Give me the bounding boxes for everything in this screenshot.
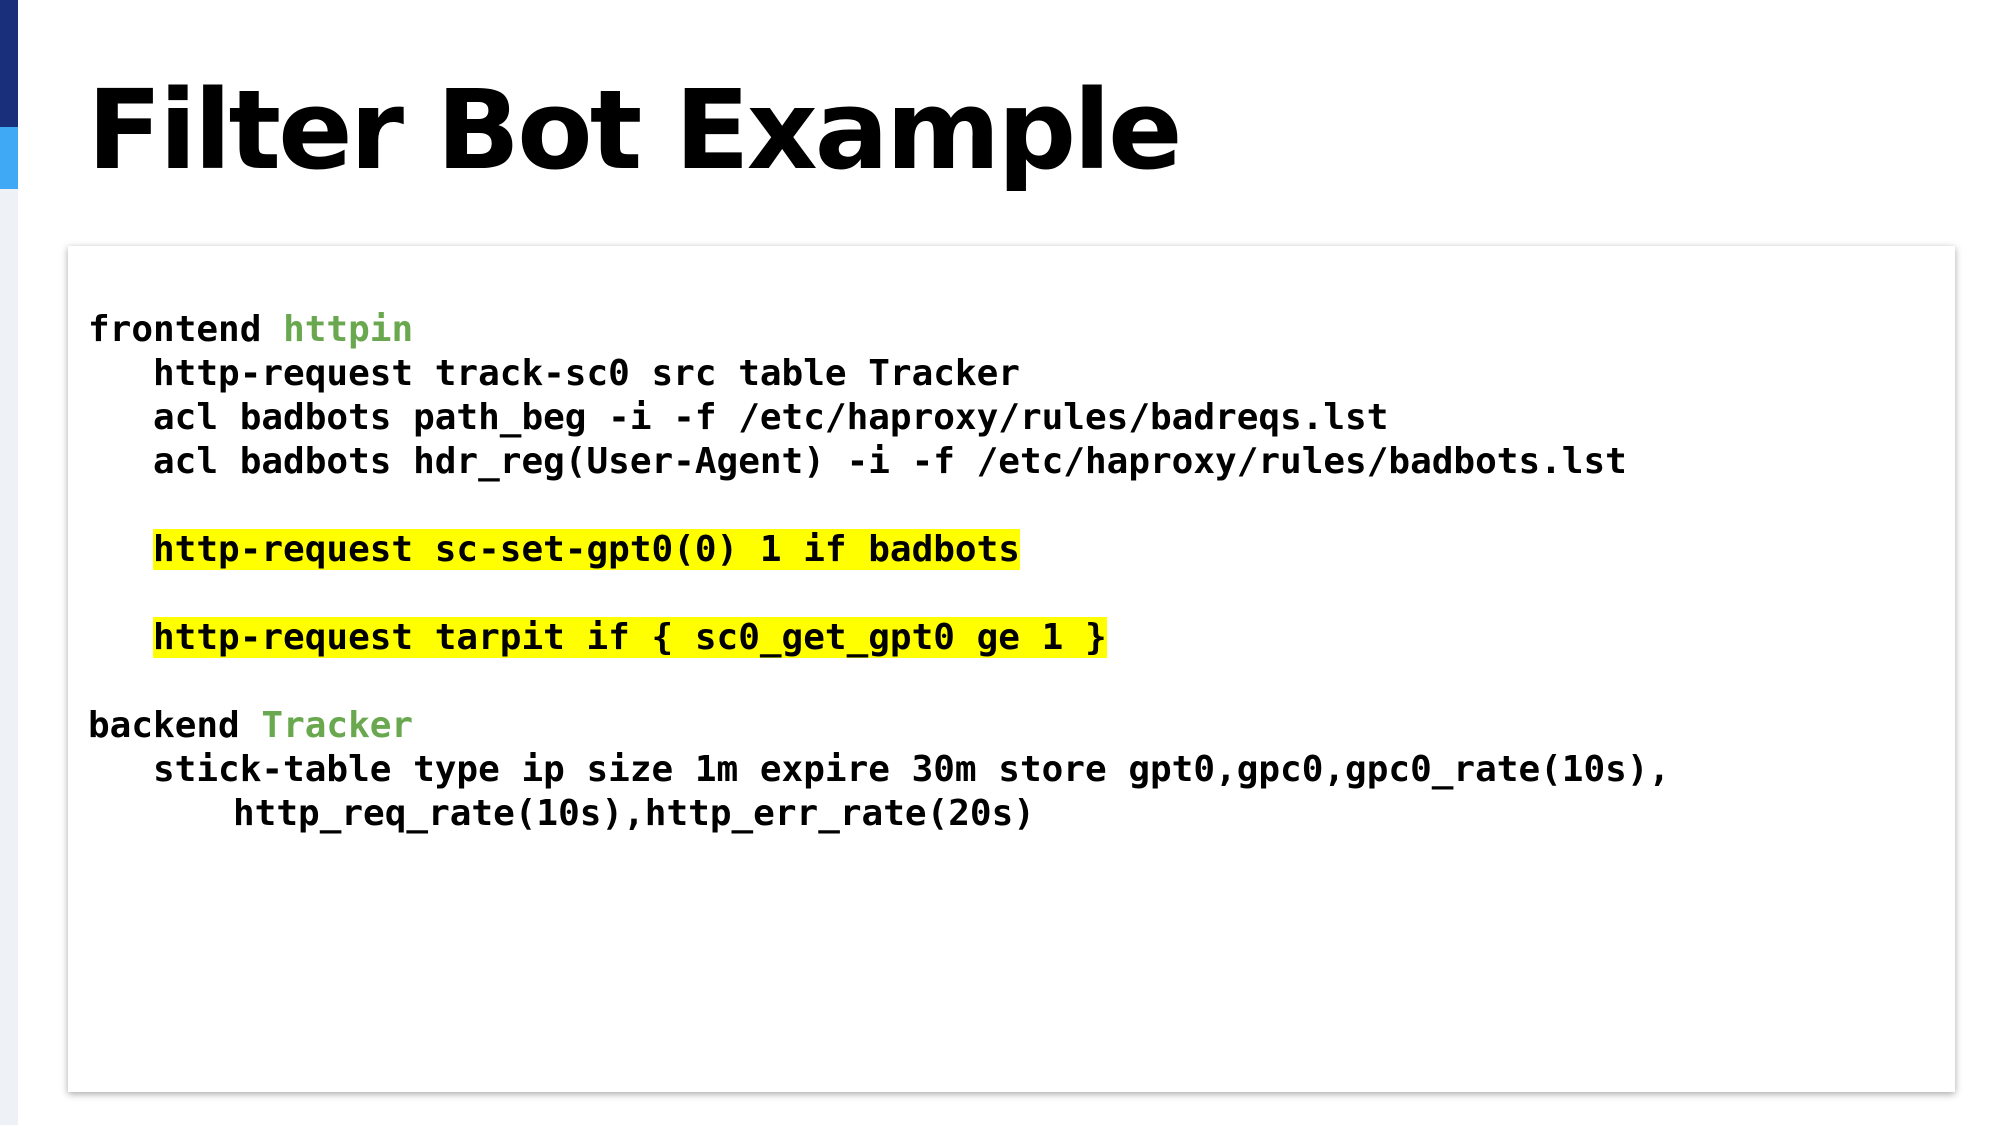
code-line-highlighted: http-request sc-set-gpt0(0) 1 if badbots bbox=[88, 528, 1670, 572]
blank-line bbox=[88, 484, 1670, 528]
code-highlight: http-request tarpit if { sc0_get_gpt0 ge… bbox=[153, 617, 1107, 658]
code-line: acl badbots hdr_reg(User-Agent) -i -f /e… bbox=[153, 441, 1627, 482]
accent-bar-dark bbox=[0, 0, 18, 127]
code-line-highlighted: http-request tarpit if { sc0_get_gpt0 ge… bbox=[88, 616, 1670, 660]
code-line: http-request track-sc0 src table Tracker bbox=[153, 353, 1020, 394]
slide-title: Filter Bot Example bbox=[87, 66, 1183, 194]
code-line: acl badbots path_beg -i -f /etc/haproxy/… bbox=[153, 397, 1389, 438]
blank-line bbox=[88, 660, 1670, 704]
frontend-keyword: frontend bbox=[88, 309, 284, 350]
side-strip bbox=[0, 0, 18, 1125]
blank-line bbox=[88, 572, 1670, 616]
code-line: stick-table type ip size 1m expire 30m s… bbox=[153, 749, 1671, 790]
code-card: frontend httpin http-request track-sc0 s… bbox=[68, 246, 1955, 1092]
accent-bar-light bbox=[0, 127, 18, 189]
code-block: frontend httpin http-request track-sc0 s… bbox=[88, 308, 1670, 836]
frontend-name: httpin bbox=[283, 309, 414, 350]
code-line: http_req_rate(10s),http_err_rate(20s) bbox=[233, 793, 1035, 834]
code-highlight: http-request sc-set-gpt0(0) 1 if badbots bbox=[153, 529, 1020, 570]
code-line-frontend: frontend httpin bbox=[88, 308, 1670, 352]
backend-keyword: backend bbox=[88, 705, 262, 746]
code-line-backend: backend Tracker bbox=[88, 704, 1670, 748]
backend-name: Tracker bbox=[261, 705, 414, 746]
